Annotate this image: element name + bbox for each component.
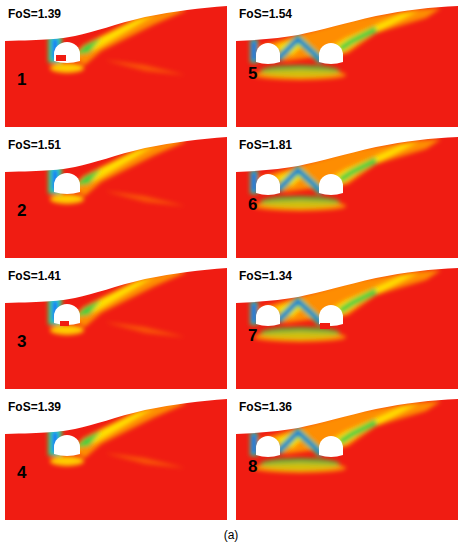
tunnel-bench	[60, 321, 69, 326]
panel-number: 3	[17, 333, 26, 352]
contour-panel	[5, 136, 227, 258]
panel-number: 1	[17, 71, 26, 90]
fos-label: FoS=1.41	[8, 270, 61, 283]
panel-number: 2	[17, 202, 26, 221]
panel-number: 7	[248, 327, 257, 346]
caption: (a)	[224, 529, 239, 542]
fos-label: FoS=1.39	[8, 8, 61, 21]
panel-number: 5	[248, 65, 257, 84]
contour-panel	[236, 136, 458, 258]
contour-panel	[5, 398, 227, 520]
contour-panel	[236, 267, 458, 389]
panel-number: 8	[248, 458, 257, 477]
contour-panel	[5, 267, 227, 389]
contour-panel	[236, 5, 458, 127]
panel-number: 4	[17, 464, 26, 483]
fos-label: FoS=1.81	[239, 139, 292, 152]
fos-label: FoS=1.51	[8, 139, 61, 152]
tunnel-bench	[320, 323, 330, 329]
contour-panel	[236, 398, 458, 520]
contour-panel	[5, 5, 227, 127]
panel-number: 6	[248, 196, 257, 215]
fos-label: FoS=1.36	[239, 401, 292, 414]
fos-label: FoS=1.34	[239, 270, 292, 283]
fos-label: FoS=1.54	[239, 8, 292, 21]
fos-label: FoS=1.39	[8, 401, 61, 414]
tunnel-bench	[56, 55, 66, 61]
